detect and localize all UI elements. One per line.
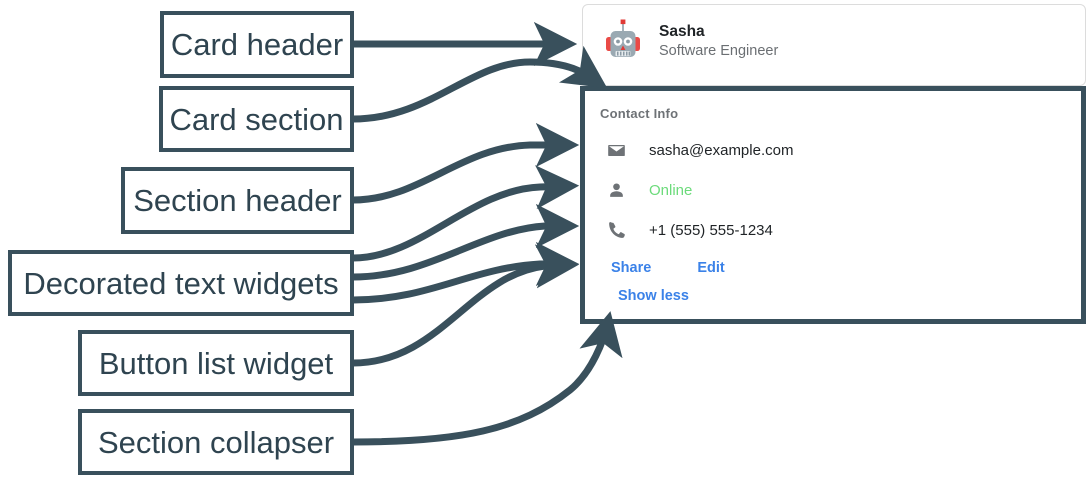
callout-label: Card header — [170, 27, 344, 62]
decorated-text-status: Online — [605, 179, 692, 201]
card-header-subtitle: Software Engineer — [659, 43, 779, 59]
decorated-text-email: sasha@example.com — [605, 139, 793, 161]
arrow-decorated-text-2 — [352, 203, 580, 281]
arrow-decorated-text-3 — [352, 241, 580, 304]
email-icon — [605, 139, 627, 161]
callout-label: Button list widget — [98, 345, 334, 381]
share-button[interactable]: Share — [611, 260, 652, 276]
phone-icon — [605, 219, 627, 241]
edit-button[interactable]: Edit — [697, 260, 725, 276]
arrow-button-list — [352, 244, 580, 367]
email-value: sasha@example.com — [649, 141, 794, 159]
card-header: Sasha Software Engineer — [603, 19, 778, 63]
callout-button-list-widget: Button list widget — [78, 330, 354, 396]
callout-label: Decorated text widgets — [23, 265, 339, 301]
section-collapser-button[interactable]: Show less — [618, 288, 689, 304]
callout-label: Section header — [133, 183, 342, 218]
arrow-section-header — [352, 122, 580, 204]
callout-decorated-text-widgets: Decorated text widgets — [8, 250, 354, 316]
card-header-title: Sasha — [659, 22, 705, 40]
card-section: Contact Info sasha@example.com Online — [580, 86, 1086, 324]
arrow-decorated-text-1 — [352, 165, 580, 262]
button-list-widget: Share Edit — [611, 261, 725, 276]
profile-card: Sasha Software Engineer — [582, 4, 1086, 86]
callout-section-header: Section header — [121, 167, 354, 234]
callout-card-header: Card header — [160, 11, 354, 78]
section-header: Contact Info — [600, 106, 679, 121]
card-header-text: Sasha Software Engineer — [659, 22, 779, 59]
robot-avatar-icon — [603, 19, 643, 63]
status-value: Online — [649, 181, 693, 199]
arrow-section-collapser — [352, 311, 623, 446]
arrow-card-section — [352, 45, 608, 123]
person-icon — [605, 179, 627, 201]
callout-section-collapser: Section collapser — [78, 409, 354, 475]
callout-card-section: Card section — [159, 86, 354, 152]
decorated-text-phone: +1 (555) 555-1234 — [605, 219, 773, 241]
phone-value: +1 (555) 555-1234 — [649, 221, 773, 239]
callout-label: Card section — [169, 101, 344, 137]
callout-label: Section collapser — [97, 424, 335, 460]
